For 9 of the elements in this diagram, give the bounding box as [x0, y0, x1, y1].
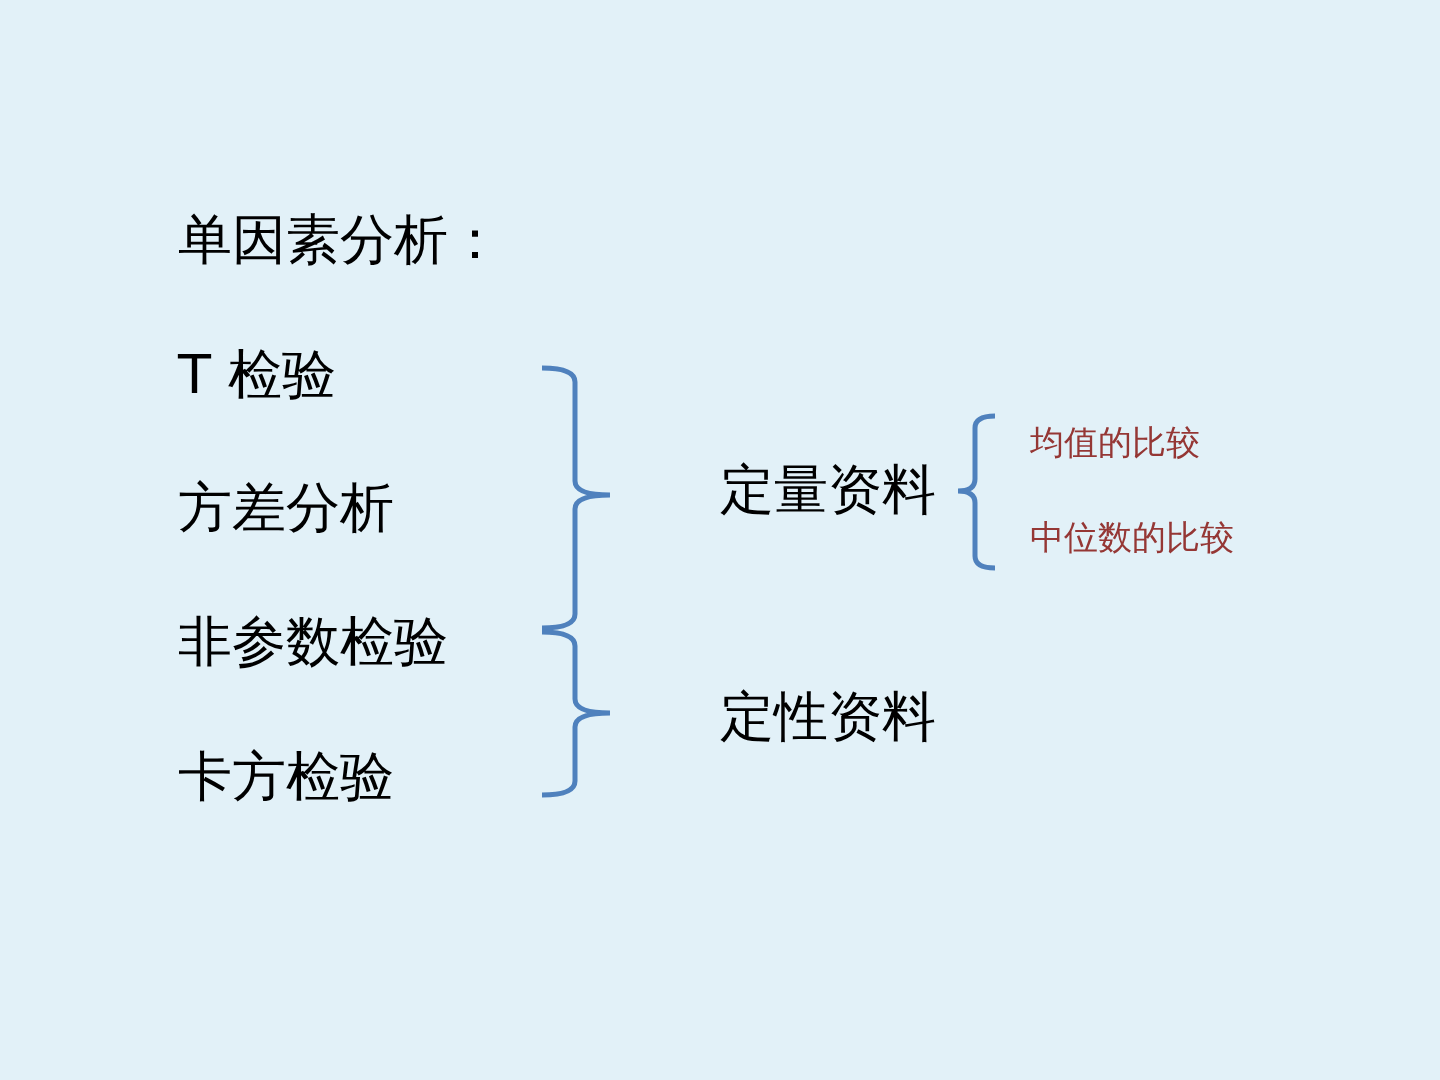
category-label: 定量资料 [720, 458, 936, 522]
sub-label: 均值的比较 [1030, 423, 1200, 463]
heading: 单因素分析： [178, 208, 502, 272]
category-label: 非参数检验 [178, 610, 448, 674]
category-label: 方差分析 [178, 476, 394, 540]
category-label: 定性资料 [720, 685, 936, 749]
category-label: 卡方检验 [178, 745, 394, 809]
category-label: T 检验 [178, 343, 337, 407]
sub-label: 中位数的比较 [1030, 518, 1234, 558]
